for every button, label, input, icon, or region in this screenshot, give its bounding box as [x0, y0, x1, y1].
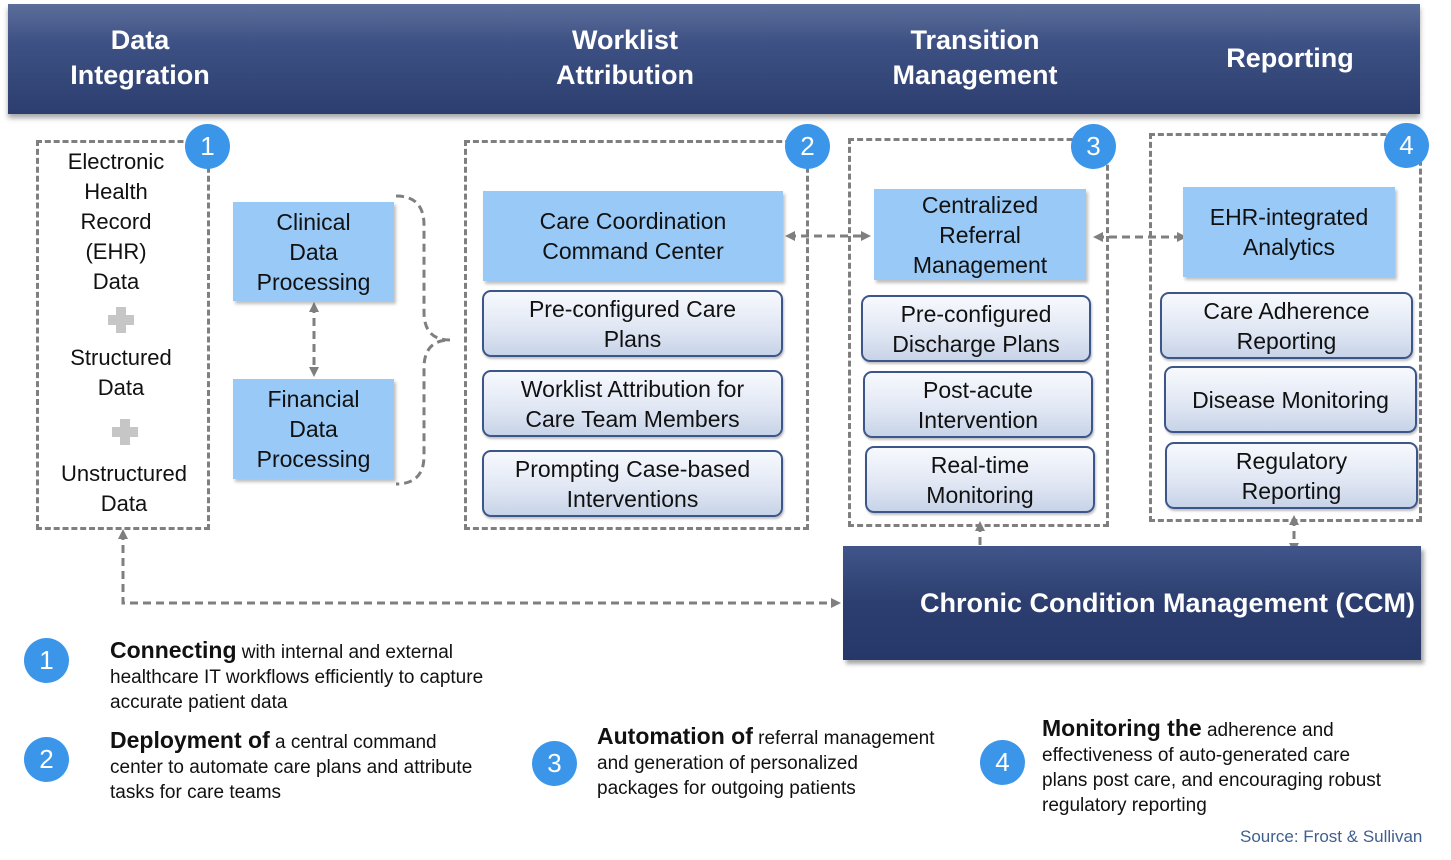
- pre-configured-discharge-plans-item: Pre-configured Discharge Plans: [861, 295, 1091, 362]
- description-4-text: adherence and effectiveness of auto-gene…: [1042, 720, 1382, 816]
- description-2-text: a central command center to automate car…: [110, 732, 473, 803]
- source-unstructured-data: Unstructured Data: [61, 461, 187, 516]
- chronic-condition-management-bar: Chronic Condition Management (CCM): [843, 546, 1421, 660]
- transition-management-frame: [848, 138, 1109, 527]
- description-4-bold: Monitoring the: [1042, 715, 1202, 741]
- description-3: Automation of referral management and ge…: [597, 724, 937, 801]
- step-number-3: 3: [1071, 124, 1116, 169]
- column-title-reporting: Reporting: [1226, 42, 1354, 73]
- real-time-monitoring-item: Real-time Monitoring: [865, 446, 1095, 513]
- description-4: Monitoring the adherence and effectivene…: [1042, 716, 1397, 818]
- step-number-2: 2: [785, 124, 830, 169]
- description-1-bold: Connecting: [110, 637, 237, 663]
- prompting-interventions-item: Prompting Case-based Interventions: [482, 450, 783, 517]
- legend-number-3: 3: [532, 741, 577, 786]
- header-band: [8, 4, 1420, 114]
- source-credit: Source: Frost & Sullivan: [1240, 827, 1423, 846]
- clinical-data-processing-box: Clinical Data Processing: [233, 202, 394, 301]
- legend-number-2: 2: [24, 737, 69, 782]
- step-number-4: 4: [1384, 123, 1429, 168]
- description-2-bold: Deployment of: [110, 727, 270, 753]
- reporting-frame: [1149, 133, 1422, 522]
- legend-number-1: 1: [24, 638, 69, 683]
- plus-icon: [112, 419, 138, 445]
- post-acute-intervention-item: Post-acute Intervention: [863, 371, 1093, 438]
- column-title-worklist-attribution: Worklist Attribution: [556, 25, 694, 90]
- column-title-data-integration: Data Integration: [70, 25, 210, 90]
- legend-number-4: 4: [980, 740, 1025, 785]
- financial-data-processing-box: Financial Data Processing: [233, 379, 394, 479]
- regulatory-reporting-item: Regulatory Reporting: [1165, 442, 1418, 509]
- data-integration-frame: [36, 140, 210, 530]
- step-number-1: 1: [185, 124, 230, 169]
- description-3-text: referral management and generation of pe…: [597, 728, 935, 799]
- source-structured-data: Structured Data: [70, 345, 172, 400]
- description-1: Connecting with internal and external he…: [110, 638, 500, 715]
- disease-monitoring-item: Disease Monitoring: [1164, 366, 1417, 433]
- care-coordination-command-center-box: Care Coordination Command Center: [483, 191, 783, 281]
- plus-icon: [108, 307, 134, 333]
- care-adherence-reporting-item: Care Adherence Reporting: [1160, 292, 1413, 359]
- worklist-attribution-frame: [464, 140, 809, 530]
- description-2: Deployment of a central command center t…: [110, 728, 485, 805]
- ehr-integrated-analytics-box: EHR-integrated Analytics: [1183, 187, 1395, 277]
- description-3-bold: Automation of: [597, 723, 753, 749]
- pre-configured-care-plans-item: Pre-configured Care Plans: [482, 290, 783, 357]
- description-1-text: with internal and external healthcare IT…: [110, 642, 484, 713]
- source-ehr-data: Electronic Health Record (EHR) Data: [67, 149, 165, 294]
- worklist-attribution-item: Worklist Attribution for Care Team Membe…: [482, 370, 783, 437]
- column-title-transition-management: Transition Management: [892, 25, 1058, 90]
- centralized-referral-management-box: Centralized Referral Management: [874, 189, 1086, 280]
